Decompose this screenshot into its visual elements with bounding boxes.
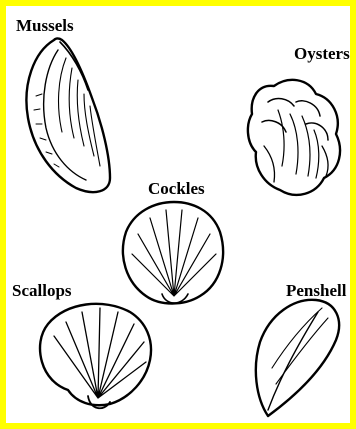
scallop-drawing: [40, 304, 151, 408]
mussels-label: Mussels: [16, 16, 74, 36]
scallops-label: Scallops: [12, 281, 72, 301]
penshell-drawing: [256, 300, 339, 416]
shell-drawings: [6, 6, 350, 423]
shell-illustration-panel: Mussels Oysters Cockles Scallops Penshel…: [6, 6, 350, 423]
oysters-label: Oysters: [294, 44, 350, 64]
mussel-drawing: [26, 39, 110, 193]
cockles-label: Cockles: [148, 179, 205, 199]
cockle-drawing: [123, 202, 223, 304]
oyster-drawing: [248, 80, 340, 195]
penshell-label: Penshell: [286, 281, 346, 301]
